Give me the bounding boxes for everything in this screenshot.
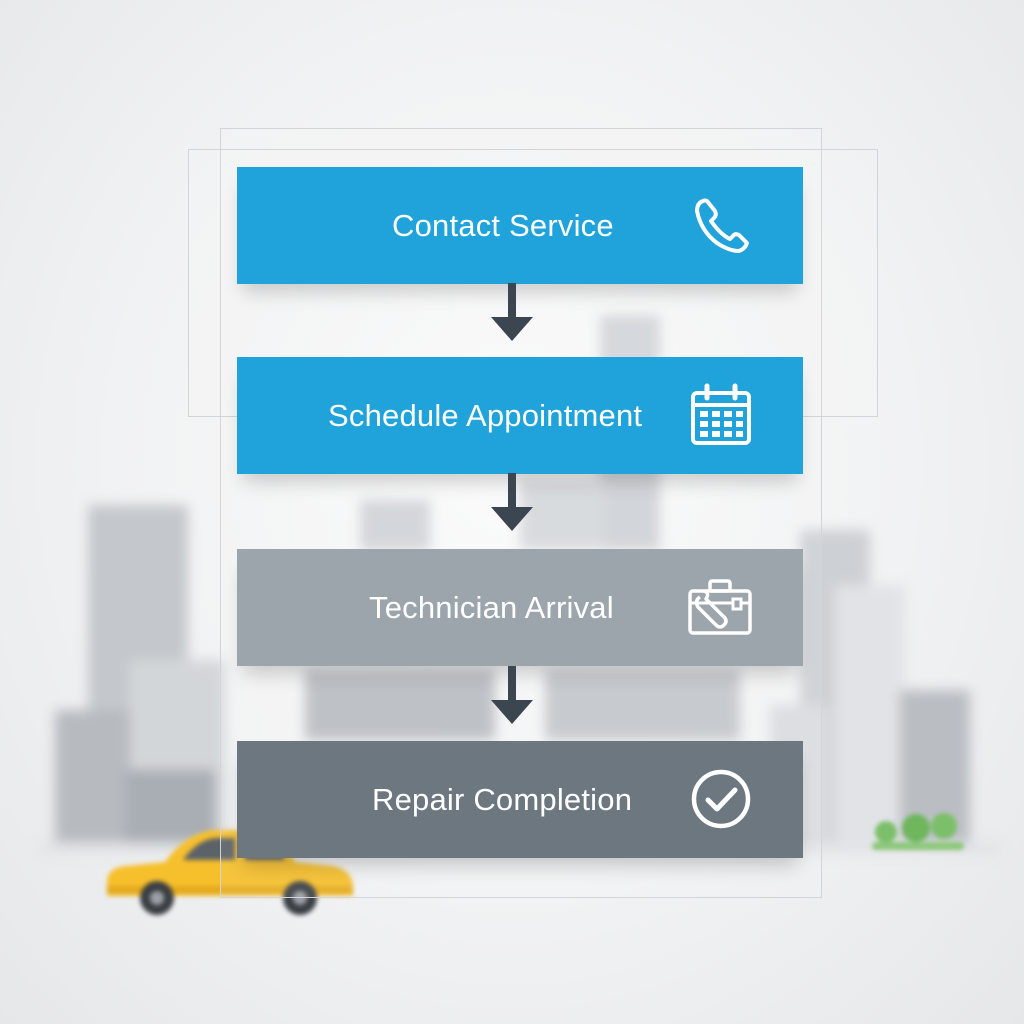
step-label: Schedule Appointment (328, 397, 643, 433)
step-label: Technician Arrival (369, 589, 614, 625)
toolbox-icon (686, 573, 754, 641)
trees-illustration (868, 808, 968, 858)
taxi-illustration (95, 820, 365, 920)
building (125, 770, 215, 845)
step-repair-completion[interactable]: Repair Completion (237, 741, 803, 858)
check-circle-icon (687, 765, 755, 833)
step-schedule-appointment[interactable]: Schedule Appointment (237, 357, 803, 474)
phone-icon (687, 191, 755, 259)
step-label: Contact Service (392, 207, 614, 243)
building (520, 480, 605, 550)
flow-arrow (489, 666, 535, 726)
step-technician-arrival[interactable]: Technician Arrival (237, 549, 803, 666)
flow-arrow (489, 473, 535, 533)
building (305, 670, 495, 740)
building (55, 710, 130, 845)
building (545, 670, 740, 740)
building (835, 585, 905, 845)
flow-arrow (489, 283, 535, 343)
building (360, 500, 430, 550)
step-contact-service[interactable]: Contact Service (237, 167, 803, 284)
step-label: Repair Completion (372, 781, 633, 817)
calendar-icon (687, 381, 755, 449)
